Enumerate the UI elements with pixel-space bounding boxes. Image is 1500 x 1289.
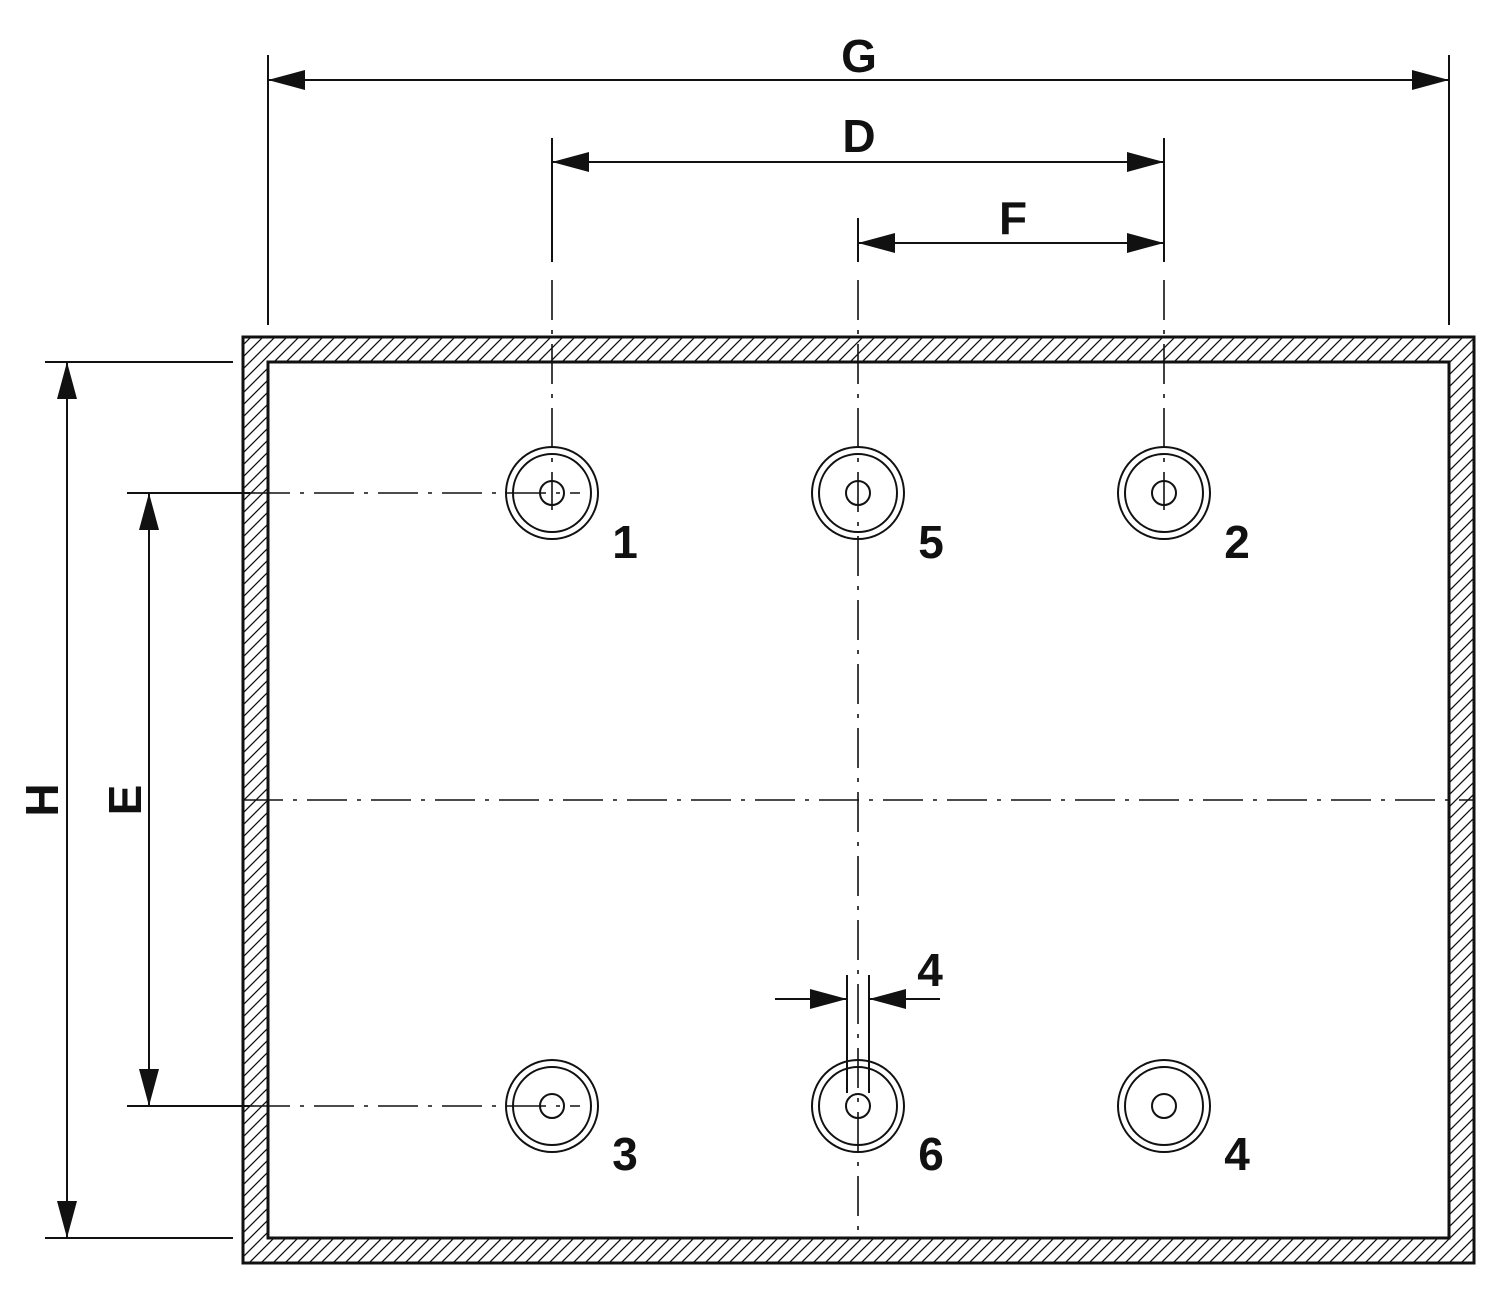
hole-label: 4 (1224, 1128, 1250, 1180)
hole-label: 1 (612, 516, 638, 568)
arrowhead-g-right (1412, 70, 1449, 90)
hole-center-bore (539, 480, 565, 506)
dimension-label-d: D (842, 110, 875, 162)
hole-middle-ring (1124, 453, 1204, 533)
dimension-g: G (268, 30, 1449, 90)
arrowhead-d-left (552, 152, 589, 172)
dimension-label-g: G (841, 30, 877, 82)
hole-6: 6 (811, 1059, 944, 1180)
arrowhead-g-left (268, 70, 305, 90)
hole-outer-ring (1117, 1059, 1211, 1153)
hole-middle-ring (818, 453, 898, 533)
arrowhead-slot-right (869, 989, 906, 1009)
dimension-label-h: H (16, 783, 68, 816)
hole-center-bore (845, 480, 871, 506)
dimension-label-f: F (999, 192, 1027, 244)
hole-5: 5 (811, 446, 944, 568)
arrowhead-h-bottom (57, 1201, 77, 1238)
arrowhead-f-left (858, 233, 895, 253)
hole-center-bore (845, 1093, 871, 1119)
dimension-label-slot-width: 4 (917, 944, 943, 996)
hole-middle-ring (512, 453, 592, 533)
hole-1: 1 (505, 446, 638, 568)
dimension-d: D (552, 110, 1164, 172)
holes: 1 5 2 3 6 4 (505, 446, 1250, 1180)
hole-middle-ring (818, 1066, 898, 1146)
hole-middle-ring (1124, 1066, 1204, 1146)
dimension-label-e: E (99, 785, 151, 816)
hole-4: 4 (1117, 1059, 1250, 1180)
dimension-f: F (858, 192, 1164, 253)
dimension-h: H (16, 362, 77, 1238)
hole-center-bore (539, 1093, 565, 1119)
hole-outer-ring (811, 1059, 905, 1153)
hole-label: 2 (1224, 516, 1250, 568)
hole-center-bore (1151, 1093, 1177, 1119)
dimension-e: E (99, 493, 159, 1106)
hole-outer-ring (505, 1059, 599, 1153)
arrowhead-d-right (1127, 152, 1164, 172)
hole-label: 5 (918, 516, 944, 568)
hole-3: 3 (505, 1059, 638, 1180)
arrowhead-e-top (139, 493, 159, 530)
arrowhead-slot-left (810, 989, 847, 1009)
hole-2: 2 (1117, 446, 1250, 568)
arrowhead-f-right (1127, 233, 1164, 253)
hole-center-bore (1151, 480, 1177, 506)
hole-label: 3 (612, 1128, 638, 1180)
arrowhead-h-top (57, 362, 77, 399)
hole-middle-ring (512, 1066, 592, 1146)
hole-outer-ring (811, 446, 905, 540)
hole-outer-ring (1117, 446, 1211, 540)
arrowhead-e-bottom (139, 1069, 159, 1106)
hole-outer-ring (505, 446, 599, 540)
dimension-slot-width: 4 (775, 944, 943, 1009)
extension-lines (45, 55, 1450, 1239)
hole-label: 6 (918, 1128, 944, 1180)
center-lines (243, 280, 1474, 1240)
